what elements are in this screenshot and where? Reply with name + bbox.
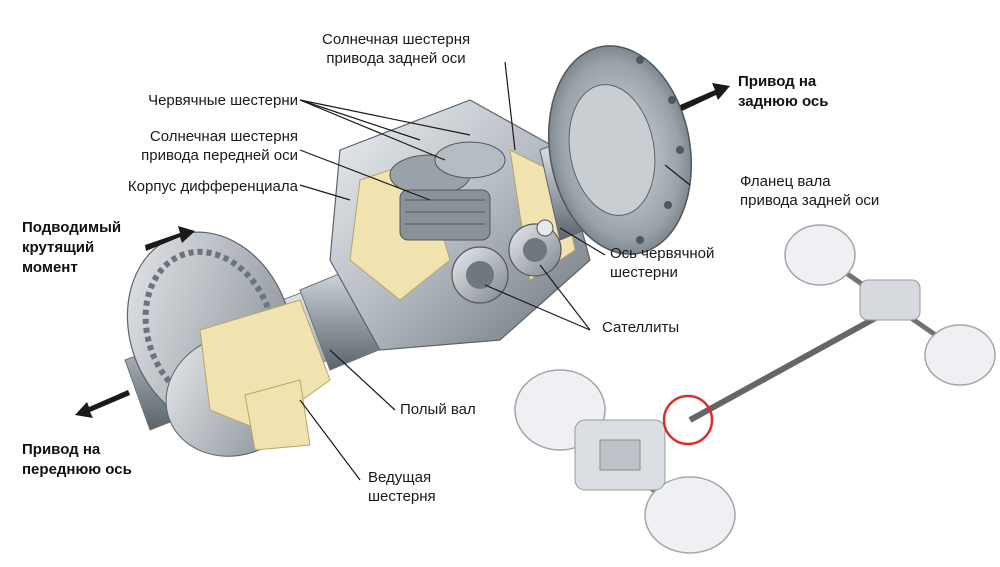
label-worm-gears: Червячные шестерни — [148, 92, 298, 109]
label-front-drive: Привод на переднюю ось — [22, 441, 132, 478]
arrow-input — [145, 226, 195, 251]
worm-gears — [389, 141, 506, 241]
vehicle-chassis — [514, 224, 996, 554]
arrow-front — [75, 390, 130, 418]
label-sun-gear-front: Солнечная шестерня привода передней оси — [141, 128, 298, 164]
label-housing: Корпус дифференциала — [127, 178, 298, 195]
label-drive-gear: Ведущая шестерня — [368, 469, 436, 505]
label-satellites: Сателлиты — [602, 319, 680, 336]
arrow-rear — [680, 83, 730, 111]
label-rear-drive: Привод на заднюю ось — [738, 73, 829, 110]
leader-lines — [299, 61, 691, 481]
label-sun-gear-rear: Солнечная шестерня привода задней оси — [322, 31, 471, 67]
label-flange: Фланец вала привода задней оси — [740, 173, 880, 209]
label-worm-axis: Ось червячной шестерни — [610, 245, 715, 281]
rear-flange — [547, 45, 693, 255]
label-input-torque: Подводимый крутящий момент — [22, 219, 122, 276]
label-hollow-shaft: Полый вал — [400, 401, 476, 418]
highlight-circle — [662, 394, 714, 446]
drive-gear — [126, 231, 331, 457]
